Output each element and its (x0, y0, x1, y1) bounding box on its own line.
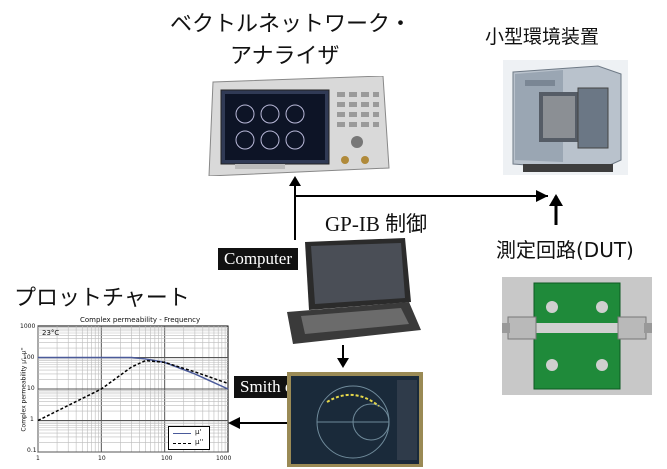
x-tick-label: 1 (36, 455, 40, 462)
plot-chart-label: プロットチャート (14, 286, 190, 311)
legend-dashed-swatch (173, 443, 191, 444)
y-tick-label: 10 (27, 385, 35, 392)
laptop-computer-image (283, 238, 423, 346)
x-tick-label: 1000 (216, 455, 232, 462)
vna-label-line1: ベクトルネットワーク・ (170, 12, 412, 37)
dut-up-arrowhead (549, 194, 563, 206)
env-chamber-label: 小型環境装置 (485, 26, 600, 48)
x-tick-label: 10 (98, 455, 106, 462)
plot-temperature: 23°C (42, 329, 60, 337)
dut-label: 測定回路(DUT) (496, 238, 634, 262)
series-line (37, 359, 229, 422)
gpib-label: GP-IB 制御 (325, 212, 428, 236)
y-tick-label: 1 (30, 416, 34, 423)
vna-label-line2: アナライザ (230, 44, 340, 69)
series-line (38, 356, 229, 390)
plot-title: Complex permeability - Frequency (80, 316, 201, 324)
y-tick-label: 0.1 (27, 447, 37, 454)
plot-arrowhead (228, 417, 240, 429)
computer-tag: Computer (218, 248, 298, 270)
smith-chart-screen-image (287, 372, 423, 467)
x-tick-label: 100 (161, 455, 173, 462)
computer-down-arrowhead (337, 358, 349, 368)
plot-legend: μ' μ'' (168, 426, 210, 450)
legend-entry: μ' (195, 428, 202, 436)
y-tick-label: 100 (23, 354, 35, 361)
vector-network-analyzer-image (205, 76, 390, 176)
plot-series (37, 356, 229, 422)
legend-entry: μ'' (195, 438, 204, 446)
chamber-arrowhead (536, 190, 548, 202)
permeability-plot: Complex permeability - Frequency 23°C Co… (8, 316, 232, 466)
environmental-chamber-image (503, 60, 628, 175)
dut-test-fixture-image (502, 277, 652, 395)
y-tick-label: 1000 (20, 323, 36, 330)
legend-solid-swatch (173, 433, 191, 434)
vna-up-arrowhead (289, 176, 301, 186)
